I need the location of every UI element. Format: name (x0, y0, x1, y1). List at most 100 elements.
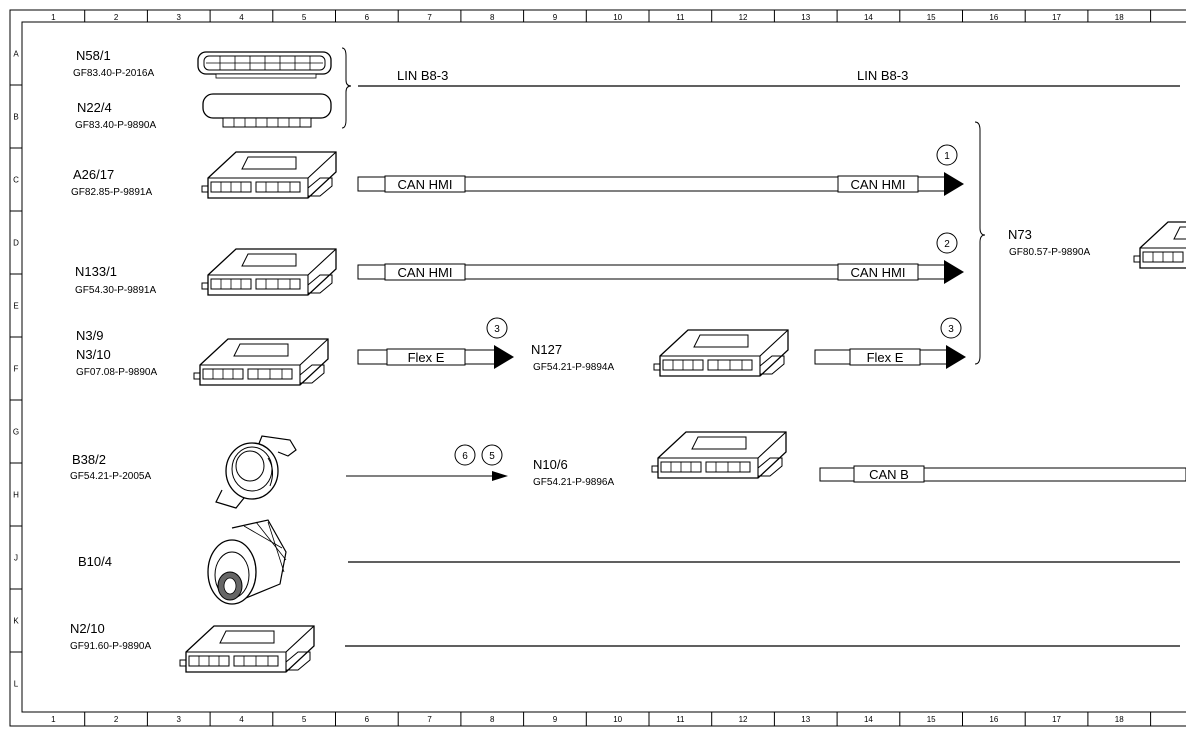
marker-1-number: 1 (944, 151, 950, 162)
can-hmi-label-1a: CAN HMI (398, 177, 453, 192)
can-hmi-line-1 (357, 172, 964, 196)
control-unit-icon-n133-1 (201, 248, 337, 296)
control-unit-icon-a26-17 (201, 151, 337, 199)
grid-column-label: 7 (427, 715, 432, 724)
switch-panel-icon (197, 51, 332, 79)
component-ref-n58-1: GF83.40-P-2016A (73, 68, 154, 79)
grid-column-label: 10 (613, 715, 622, 724)
flex-e-line-right (814, 345, 966, 369)
grid-column-label: 15 (927, 715, 936, 724)
grid-row-label: A (13, 50, 19, 59)
marker-6-circle (454, 444, 476, 466)
component-label-b10-4: B10/4 (78, 554, 112, 569)
grid-column-label: 12 (739, 715, 748, 724)
component-label-n2-10: N2/10 (70, 621, 105, 636)
grid-column-label: 13 (801, 13, 810, 22)
can-hmi-label-2b: CAN HMI (851, 265, 906, 280)
lin-bus-label-right: LIN B8-3 (857, 68, 908, 83)
grid-column-label: 7 (427, 13, 432, 22)
component-label-n22-4: N22/4 (77, 100, 112, 115)
grid-row-label: B (13, 113, 18, 122)
control-unit-icon-n127 (653, 329, 789, 377)
lin-bus-bracket (341, 47, 1180, 129)
grid-row-label: G (13, 428, 19, 437)
grid-column-label: 16 (989, 13, 998, 22)
grid-column-label: 11 (676, 715, 685, 724)
n73-bracket (974, 121, 986, 365)
control-unit-icon-n2-10 (179, 625, 315, 673)
can-b-label: CAN B (869, 467, 909, 482)
grid-row-label: H (13, 491, 19, 500)
component-ref-n22-4: GF83.40-P-9890A (75, 120, 156, 131)
component-label-n127: N127 (531, 342, 562, 357)
component-label-n3-10: N3/10 (76, 347, 111, 362)
can-hmi-line-2 (357, 260, 964, 284)
marker-5-circle (481, 444, 503, 466)
grid-column-label: 18 (1115, 13, 1124, 22)
component-ref-n73: GF80.57-P-9890A (1009, 247, 1090, 258)
can-hmi-label-1b: CAN HMI (851, 177, 906, 192)
grid-column-label: 10 (613, 13, 622, 22)
grid-column-label: 12 (739, 13, 748, 22)
grid-column-label: 3 (177, 13, 182, 22)
marker-3b-number: 3 (948, 324, 954, 335)
grid-column-label: 6 (365, 715, 370, 724)
grid-column-label: 3 (177, 715, 182, 724)
component-ref-n10-6: GF54.21-P-9896A (533, 477, 614, 488)
grid-column-label: 9 (553, 13, 558, 22)
grid-column-label: 8 (490, 715, 495, 724)
grid-column-label: 17 (1052, 13, 1061, 22)
grid-column-label: 2 (114, 715, 119, 724)
grid-column-label: 4 (239, 13, 244, 22)
lin-bus-label-left: LIN B8-3 (397, 68, 448, 83)
sensor-cylinder-icon (207, 519, 287, 605)
marker-6-number: 6 (462, 451, 468, 462)
grid-column-label: 6 (365, 13, 370, 22)
grid-column-label: 14 (864, 715, 873, 724)
control-unit-rounded-icon (202, 93, 332, 128)
grid-row-label: L (14, 680, 19, 689)
marker-1-circle (936, 144, 958, 166)
component-label-a26-17: A26/17 (73, 167, 114, 182)
grid-column-label: 18 (1115, 715, 1124, 724)
component-label-n133-1: N133/1 (75, 264, 117, 279)
marker-2-circle (936, 232, 958, 254)
component-label-n58-1: N58/1 (76, 48, 111, 63)
control-unit-icon-n10-6 (651, 431, 787, 479)
marker-3a-number: 3 (494, 324, 500, 335)
component-ref-n133-1: GF54.30-P-9891A (75, 285, 156, 296)
grid-row-label: D (13, 239, 19, 248)
component-ref-n3-9: GF07.08-P-9890A (76, 367, 157, 378)
component-ref-b38-2: GF54.21-P-2005A (70, 471, 151, 482)
flex-e-label-right: Flex E (867, 350, 904, 365)
grid-row-label: E (13, 302, 18, 311)
can-hmi-label-2a: CAN HMI (398, 265, 453, 280)
grid-column-label: 14 (864, 13, 873, 22)
grid-row-label: F (14, 365, 19, 374)
control-unit-icon-n3-9 (193, 338, 329, 386)
grid-column-label: 13 (801, 715, 810, 724)
flex-e-label-left: Flex E (408, 350, 445, 365)
marker-2-number: 2 (944, 239, 950, 250)
component-label-n3-9: N3/9 (76, 328, 103, 343)
rain-light-sensor-icon (215, 435, 297, 509)
drawing-frame (9, 9, 1186, 727)
grid-column-label: 8 (490, 13, 495, 22)
marker-3a-circle (486, 317, 508, 339)
grid-column-label: 16 (989, 715, 998, 724)
component-label-n73: N73 (1008, 227, 1032, 242)
grid-column-label: 1 (51, 715, 56, 724)
grid-row-label: K (13, 617, 19, 626)
grid-column-label: 17 (1052, 715, 1061, 724)
marker-3b-circle (940, 317, 962, 339)
grid-column-label: 4 (239, 715, 244, 724)
can-b-line (819, 465, 1186, 483)
component-ref-n2-10: GF91.60-P-9890A (70, 641, 151, 652)
component-ref-n127: GF54.21-P-9894A (533, 362, 614, 373)
control-unit-icon-n73 (1133, 221, 1186, 269)
marker-5-number: 5 (489, 451, 495, 462)
grid-column-label: 2 (114, 13, 119, 22)
grid-column-label: 1 (51, 13, 56, 22)
grid-column-label: 9 (553, 715, 558, 724)
